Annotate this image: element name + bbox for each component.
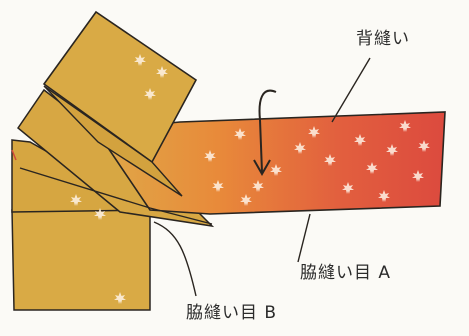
sleeve-panel (94, 111, 446, 215)
leader-side-seam-a (297, 213, 311, 263)
edge-tick (11, 149, 17, 161)
seam-edge-line (19, 167, 213, 225)
body-panel-mid (43, 85, 183, 197)
back-seam-label: 背縫い (356, 29, 410, 49)
leader-back-seam (331, 57, 371, 123)
arrow-head-icon (253, 159, 271, 177)
curved-down-arrow-icon (258, 89, 277, 173)
body-panel-lower (11, 209, 151, 311)
side-seam-b-label: 脇縫い目 B (186, 303, 278, 323)
side-seam-a-label: 脇縫い目 A (300, 263, 392, 283)
leader-side-seam-b (153, 221, 197, 297)
